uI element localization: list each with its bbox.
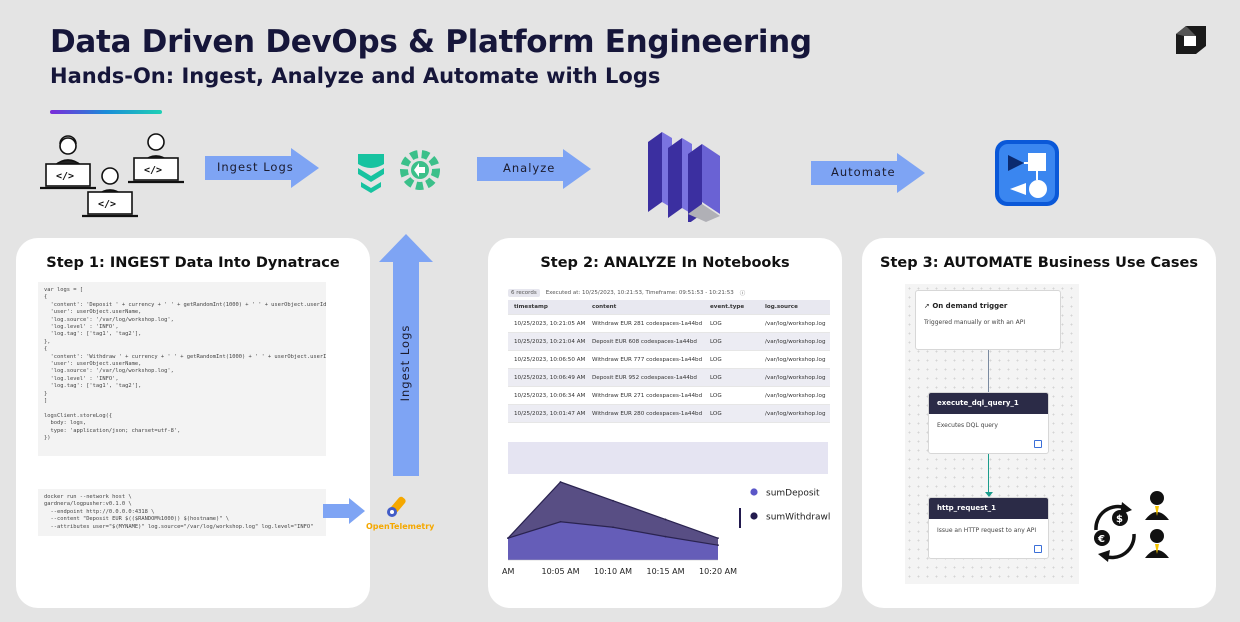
point-sumDeposit[interactable] [507, 537, 509, 540]
step2-title: Step 2: ANALYZE In Notebooks [540, 255, 790, 271]
currency-exchange-icon: $ € [1094, 491, 1169, 562]
ingest-logs-label: Ingest Logs [217, 160, 294, 174]
accent-bar [50, 110, 162, 114]
notebooks-icon [648, 132, 720, 222]
node1-text: Executes DQL query [937, 422, 998, 429]
point-sumWithdrawl[interactable] [717, 537, 719, 540]
legend-swatch-sumWithdrawl [750, 512, 758, 520]
automate-arrow: Automate [811, 153, 925, 193]
info-icon[interactable]: ⓘ [739, 291, 746, 297]
svg-text:</>: </> [144, 165, 162, 176]
workflows-icon [995, 140, 1059, 206]
execution-info: Executed at: 10/25/2023, 10:21:53, Timef… [545, 290, 734, 296]
svg-text:€: € [1097, 534, 1105, 545]
trigger-node[interactable]: ➚ On demand trigger Triggered manually o… [915, 290, 1061, 350]
step3-title: Step 3: AUTOMATE Business Use Cases [880, 255, 1198, 271]
point-sumWithdrawl[interactable] [612, 499, 614, 502]
table-header: timestamp content event.type log.source [508, 300, 830, 315]
vertical-ingest-label: Ingest Logs [398, 324, 412, 402]
logs-code-snippet: var logs = [ { 'content': 'Deposit ' + c… [38, 282, 326, 456]
svg-text:</>: </> [98, 199, 116, 210]
analyze-label: Analyze [503, 161, 556, 175]
area-sumDeposit [508, 521, 718, 560]
developers-icon: </> </> </> [40, 133, 184, 218]
point-sumWithdrawl[interactable] [664, 518, 667, 521]
vertical-ingest-arrow [379, 234, 433, 476]
trigger-text: Triggered manually or with an API [924, 319, 1026, 326]
step3-card: Step 3: AUTOMATE Business Use Cases ➚ On… [862, 238, 1216, 608]
node2-text: Issue an HTTP request to any API [937, 527, 1037, 534]
page-subtitle: Hands-On: Ingest, Analyze and Automate w… [50, 64, 661, 88]
step1-card: Step 1: INGEST Data Into Dynatrace var l… [16, 238, 370, 608]
opentelemetry-label: OpenTelemetry [366, 522, 435, 531]
x-tick-label: AM [502, 567, 514, 576]
svg-text:</>: </> [56, 171, 74, 182]
col-timestamp[interactable]: timestamp [514, 304, 548, 310]
http-request-node[interactable]: http_request_1 Issue an HTTP request to … [928, 497, 1049, 559]
connector-line [988, 350, 989, 392]
records-badge: 6 records [508, 289, 540, 297]
point-sumDeposit[interactable] [559, 520, 562, 523]
legend-label-sumWithdrawl: sumWithdrawl [766, 513, 830, 523]
docker-command-snippet: docker run --network host \ gardnera/log… [38, 489, 326, 536]
analyze-arrow: Analyze [477, 149, 591, 189]
cursor-icon: ➚ [924, 302, 930, 310]
step2-card: Step 2: ANALYZE In Notebooks 6 records E… [488, 238, 842, 608]
point-sumWithdrawl[interactable] [559, 481, 562, 483]
automate-label: Automate [831, 165, 896, 179]
point-sumDeposit[interactable] [664, 535, 667, 538]
node1-title: execute_dql_query_1 [929, 393, 1048, 414]
col-content[interactable]: content [592, 304, 617, 310]
execute-dql-node[interactable]: execute_dql_query_1 Executes DQL query [928, 392, 1049, 454]
col-event-type[interactable]: event.type [710, 304, 745, 310]
ingest-tools-icon [358, 150, 440, 193]
logs-table: 6 records Executed at: 10/25/2023, 10:21… [508, 286, 830, 423]
chart-header-band [508, 442, 828, 474]
legend-label-sumDeposit: sumDeposit [766, 489, 820, 499]
node-menu-icon[interactable] [1034, 440, 1042, 448]
step1-title: Step 1: INGEST Data Into Dynatrace [46, 255, 340, 271]
x-tick-label: 10:15 AM [647, 567, 685, 576]
area-chart: AM 10:05 AM 10:10 AM 10:15 AM 10:20 AM sumDep… [502, 481, 830, 576]
otel-arrow [323, 498, 365, 524]
dynatrace-logo-icon [1176, 26, 1206, 54]
svg-text:$: $ [1116, 514, 1123, 525]
page-title: Data Driven DevOps & Platform Engineerin… [50, 24, 812, 60]
x-tick-label: 10:05 AM [542, 567, 580, 576]
node2-title: http_request_1 [929, 498, 1048, 519]
legend-swatch-sumDeposit [750, 488, 758, 496]
point-sumDeposit[interactable] [612, 526, 614, 529]
connector-arrowhead [985, 492, 993, 497]
trigger-title: On demand trigger [932, 302, 1008, 310]
point-sumDeposit[interactable] [717, 544, 719, 547]
connector-line [988, 454, 989, 496]
x-tick-label: 10:20 AM [699, 567, 737, 576]
col-log-source[interactable]: log.source [765, 304, 798, 310]
node-menu-icon[interactable] [1034, 545, 1042, 553]
ingest-logs-arrow: Ingest Logs [205, 148, 319, 188]
opentelemetry-icon [387, 496, 406, 517]
x-tick-label: 10:10 AM [594, 567, 632, 576]
